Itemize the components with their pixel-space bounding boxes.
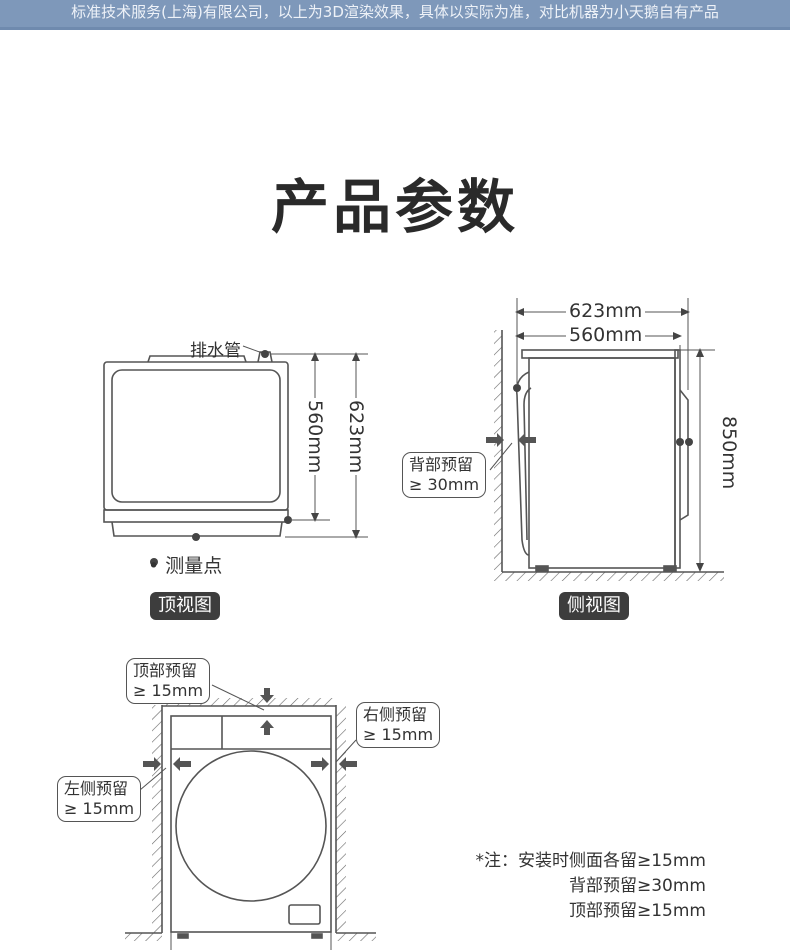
side-view-height-850: 850mm — [718, 414, 740, 492]
side-view-dim-560: 560mm — [566, 324, 646, 346]
top-view-dim-560: 560mm — [304, 398, 326, 476]
right-callout-title: 右侧预留 — [363, 705, 428, 724]
measure-points-top — [150, 350, 292, 566]
right-clearance-callout: 右侧预留 ≥ 15mm — [356, 702, 441, 748]
left-callout-value: ≥ 15mm — [64, 799, 135, 818]
page-title: 产品参数 — [270, 173, 519, 241]
rear-callout-title: 背部预留 — [409, 455, 474, 474]
side-view-dim-623: 623mm — [566, 300, 646, 322]
top-view-drawing — [103, 345, 289, 537]
top-clearance-callout: 顶部预留 ≥ 15mm — [126, 658, 211, 704]
side-view-badge: 侧视图 — [559, 592, 629, 620]
note-top: 顶部预留≥15mm — [569, 901, 706, 921]
top-callout-value: ≥ 15mm — [133, 681, 204, 700]
note-rear: 背部预留≥30mm — [569, 876, 706, 896]
top-view-dim-623: 623mm — [345, 398, 367, 476]
note-side: *注：安装时侧面各留≥15mm — [475, 851, 707, 871]
installation-notes: *注：安装时侧面各留≥15mm 背部预留≥30mm 顶部预留≥15mm — [476, 849, 707, 924]
front-gap-arrows — [139, 684, 357, 791]
measure-point-legend: • 测量点 — [148, 555, 223, 577]
top-view-badge: 顶视图 — [150, 592, 220, 620]
rear-callout-value: ≥ 30mm — [409, 475, 480, 494]
side-view-wall — [494, 330, 724, 581]
banner-text: 标准技术服务(上海)有限公司，以上为3D渲染效果，具体以实际为准，对比机器为小天… — [71, 3, 719, 21]
top-callout-title: 顶部预留 — [133, 661, 198, 680]
front-view-walls — [125, 698, 376, 941]
banner-divider — [0, 27, 790, 30]
side-view-machine — [515, 349, 689, 572]
measure-points-side — [513, 384, 693, 446]
rear-clearance-callout: 背部预留 ≥ 30mm — [402, 452, 487, 498]
left-callout-title: 左侧预留 — [64, 779, 129, 798]
left-clearance-callout: 左侧预留 ≥ 15mm — [57, 776, 142, 822]
front-view-machine — [170, 715, 332, 950]
drain-pipe-label: 排水管 — [190, 341, 241, 361]
rear-gap-arrows — [486, 433, 536, 471]
top-banner: 标准技术服务(上海)有限公司，以上为3D渲染效果，具体以实际为准，对比机器为小天… — [0, 0, 790, 30]
right-callout-value: ≥ 15mm — [363, 725, 434, 744]
